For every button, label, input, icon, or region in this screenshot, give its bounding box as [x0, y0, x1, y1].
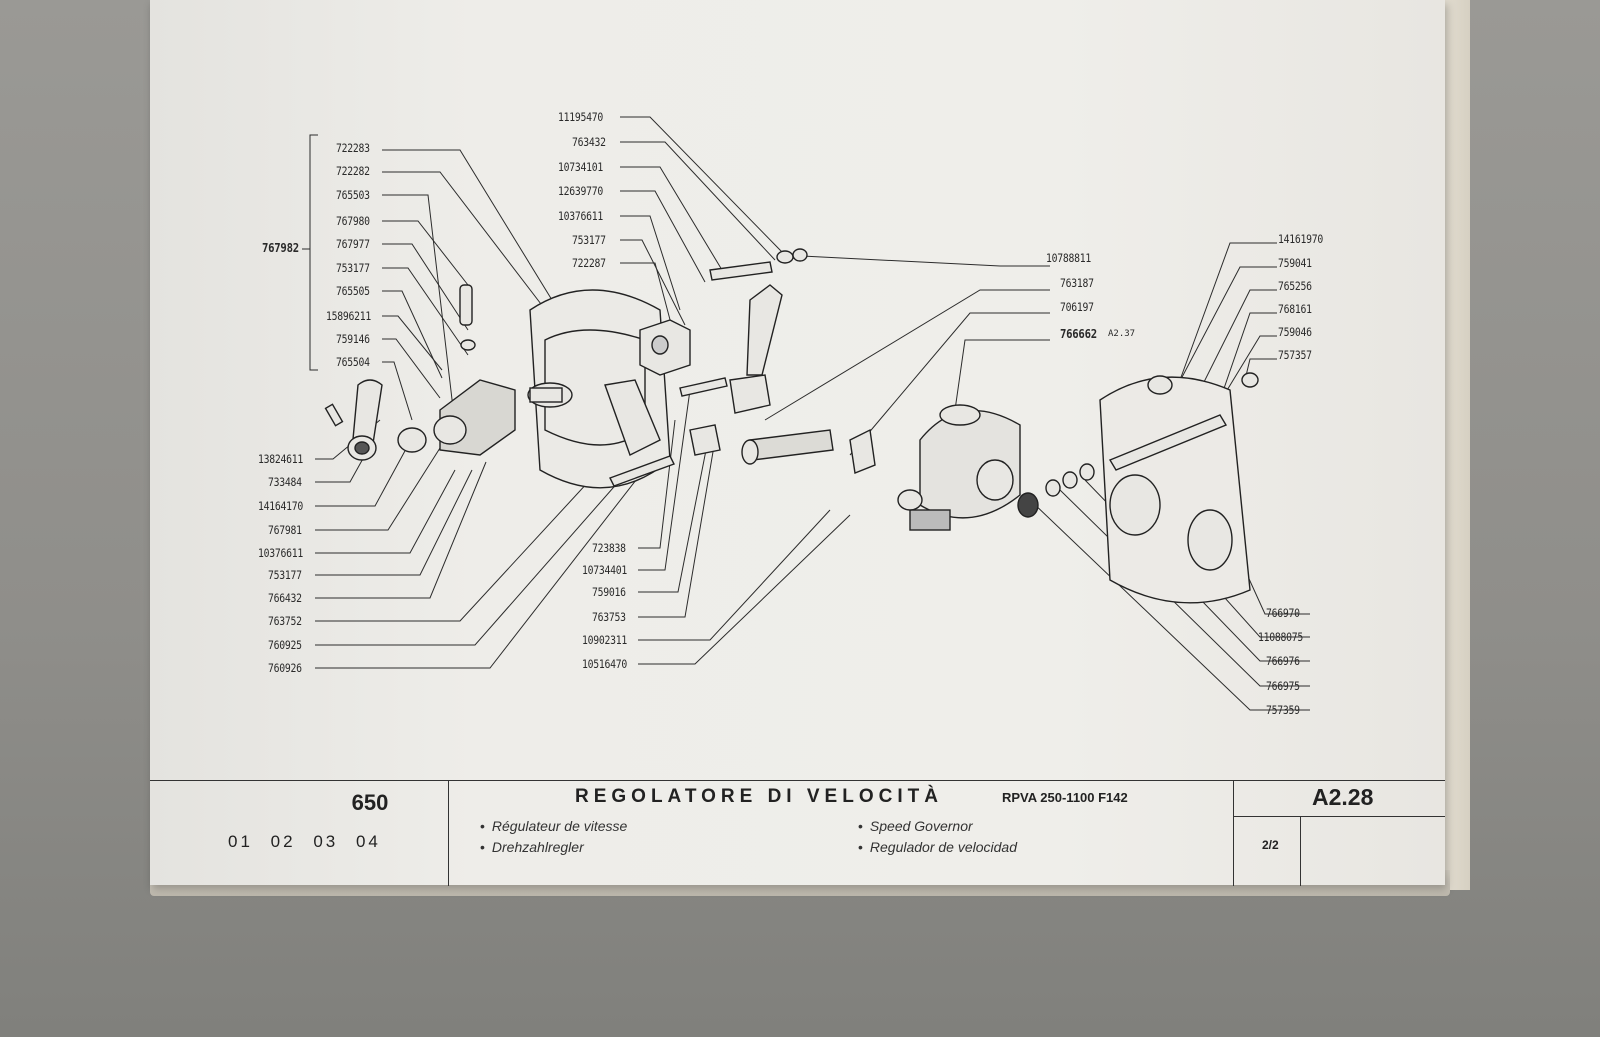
titleblock-divider [448, 780, 449, 886]
part-label: 760925 [268, 638, 302, 652]
part-label: 722282 [336, 164, 370, 178]
part-label: 763753 [592, 610, 626, 624]
part-label: 722283 [336, 141, 370, 155]
part-label: 766970 [1266, 606, 1300, 620]
part-label: 10376611 [258, 546, 304, 560]
part-label: 766976 [1266, 654, 1300, 668]
group-label: 767982 [262, 240, 299, 255]
part-label: 765504 [336, 355, 370, 369]
cross-reference: A2.37 [1108, 329, 1136, 339]
part-label: 763432 [572, 135, 606, 149]
part-label: 10734401 [582, 563, 628, 577]
exploded-diagram [302, 116, 1310, 711]
part-label: 767980 [336, 214, 370, 228]
part-label: 11088075 [1258, 630, 1304, 644]
page-title: REGOLATORE DI VELOCITÀ [575, 786, 943, 807]
model-code: RPVA 250-1100 F142 [1002, 790, 1128, 805]
part-label: 768161 [1278, 302, 1312, 316]
part-label: 757357 [1278, 348, 1312, 362]
part-label: 753177 [268, 568, 302, 582]
part-label: 766432 [268, 591, 302, 605]
part-label: 765256 [1278, 279, 1312, 293]
model-number: 650 [351, 790, 389, 815]
titleblock-divider [1300, 816, 1301, 886]
part-label: 10376611 [558, 209, 604, 223]
titleblock-top-rule [150, 780, 1445, 781]
translation-en: Speed Governor [858, 818, 973, 834]
part-label: 10902311 [582, 633, 628, 647]
variant-code: 03 [313, 832, 339, 851]
part-label: 767977 [336, 237, 370, 251]
part-label: 10734101 [558, 160, 604, 174]
titleblock-divider [1233, 780, 1234, 886]
part-label: 759046 [1278, 325, 1312, 339]
part-label: 759146 [336, 332, 370, 346]
part-label: 14161970 [1278, 232, 1324, 246]
part-label: 14164170 [258, 499, 304, 513]
translation-es: Regulador de velocidad [858, 839, 1017, 855]
translation-de: Drehzahlregler [480, 839, 584, 855]
translation-fr: Régulateur de vitesse [480, 818, 627, 834]
part-label: 706197 [1060, 300, 1094, 314]
part-label: 759016 [592, 585, 626, 599]
part-label: 763752 [268, 614, 302, 628]
part-label: 12639770 [558, 184, 604, 198]
part-label: 15896211 [326, 309, 372, 323]
part-label: 765503 [336, 188, 370, 202]
part-label: 11195470 [558, 110, 604, 124]
part-label: 763187 [1060, 276, 1094, 290]
part-label: 757359 [1266, 703, 1300, 717]
titleblock-divider [1233, 816, 1445, 817]
part-label: 760926 [268, 661, 302, 675]
part-label: 723838 [592, 541, 626, 555]
part-label: 13824611 [258, 452, 304, 466]
part-label: 767981 [268, 523, 302, 537]
part-label: 753177 [336, 261, 370, 275]
catalog-page: 722283 722282 765503 767980 767977 75317… [150, 0, 1445, 886]
part-label: 722287 [572, 256, 606, 270]
part-label: 753177 [572, 233, 606, 247]
variant-code: 02 [270, 832, 296, 851]
part-label: 765505 [336, 284, 370, 298]
part-label: 10516470 [582, 657, 628, 671]
part-label: 759041 [1278, 256, 1312, 270]
part-label: 10788811 [1046, 251, 1092, 265]
part-label: 766662 [1060, 326, 1097, 341]
sheet-code: A2.28 [1312, 784, 1374, 810]
page-number: 2/2 [1262, 838, 1279, 852]
variant-list: 01 02 03 04 [228, 832, 391, 852]
variant-code: 04 [355, 832, 381, 851]
part-label: 766975 [1266, 679, 1300, 693]
part-label: 733484 [268, 475, 302, 489]
variant-code: 01 [228, 832, 253, 851]
